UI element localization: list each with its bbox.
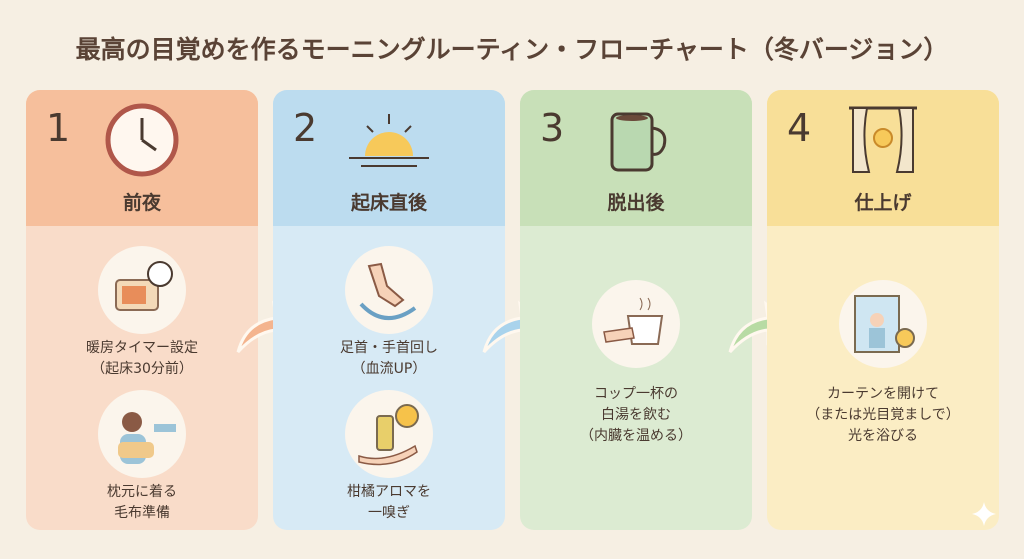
item-text-line: 柑橘アロマを	[347, 484, 431, 500]
step-card-1: 1 前夜 暖房タイマー設定 （起床30分前） 枕元に着る毛布準備	[26, 90, 258, 530]
step-label: 仕上げ	[854, 192, 912, 214]
item-text-line: （または光目覚ましで）	[806, 407, 960, 423]
step-header: 4 仕上げ	[767, 90, 999, 226]
step-header: 3 脱出後	[520, 90, 752, 226]
item-text-line: （内臓を温める）	[580, 428, 692, 444]
item-text-line: カーテンを開けて	[827, 386, 939, 402]
item-text-line: （血流UP）	[351, 361, 427, 377]
hot-water-cup-icon	[592, 280, 680, 368]
mug-icon	[610, 112, 667, 172]
step-header: 1 前夜	[26, 90, 258, 226]
sparkle-icon	[972, 502, 996, 526]
step-number: 2	[293, 106, 318, 150]
sunrise-icon	[349, 114, 429, 167]
step-label: 前夜	[122, 192, 161, 214]
step-label: 起床直後	[350, 192, 427, 214]
clock-icon	[105, 103, 179, 177]
item-text-line: 光を浴びる	[848, 428, 918, 444]
step-card-4: 4 仕上げ カーテンを開けて （または光目覚ましで） 光を浴びる	[767, 90, 999, 530]
item-text-line: 毛布準備	[114, 505, 170, 521]
step-card-3: 3 脱出後 コップ一杯の白湯を飲む （内臓を温める）	[520, 90, 752, 530]
open-curtain-icon	[839, 280, 927, 368]
step-number: 1	[46, 106, 71, 150]
curtain-sun-icon	[849, 106, 917, 173]
step-number: 4	[787, 106, 812, 150]
step-card-2: 2 起床直後 足首・手首回し （血流UP） 柑橘アロマを一嗅ぎ	[273, 90, 505, 530]
item-text-line: コップ一杯の	[594, 386, 678, 402]
step-header: 2 起床直後	[273, 90, 505, 226]
item-text-line: 白湯を飲む	[601, 407, 671, 423]
item-text-line: 枕元に着る	[107, 484, 177, 500]
aroma-oil-icon	[345, 390, 433, 478]
step-label: 脱出後	[607, 192, 665, 214]
item-text-line: 暖房タイマー設定	[86, 340, 198, 356]
item-text-line: （起床30分前）	[91, 361, 193, 377]
item-text-line: 足首・手首回し	[340, 340, 438, 356]
step-number: 3	[540, 106, 565, 150]
heater-timer-icon	[98, 246, 186, 334]
page-title: 最高の目覚めを作るモーニングルーティン・フローチャート（冬バージョン）	[75, 35, 949, 64]
ankle-rotation-icon	[345, 246, 433, 334]
item-text-line: 一嗅ぎ	[368, 505, 410, 521]
blanket-icon	[98, 390, 186, 478]
